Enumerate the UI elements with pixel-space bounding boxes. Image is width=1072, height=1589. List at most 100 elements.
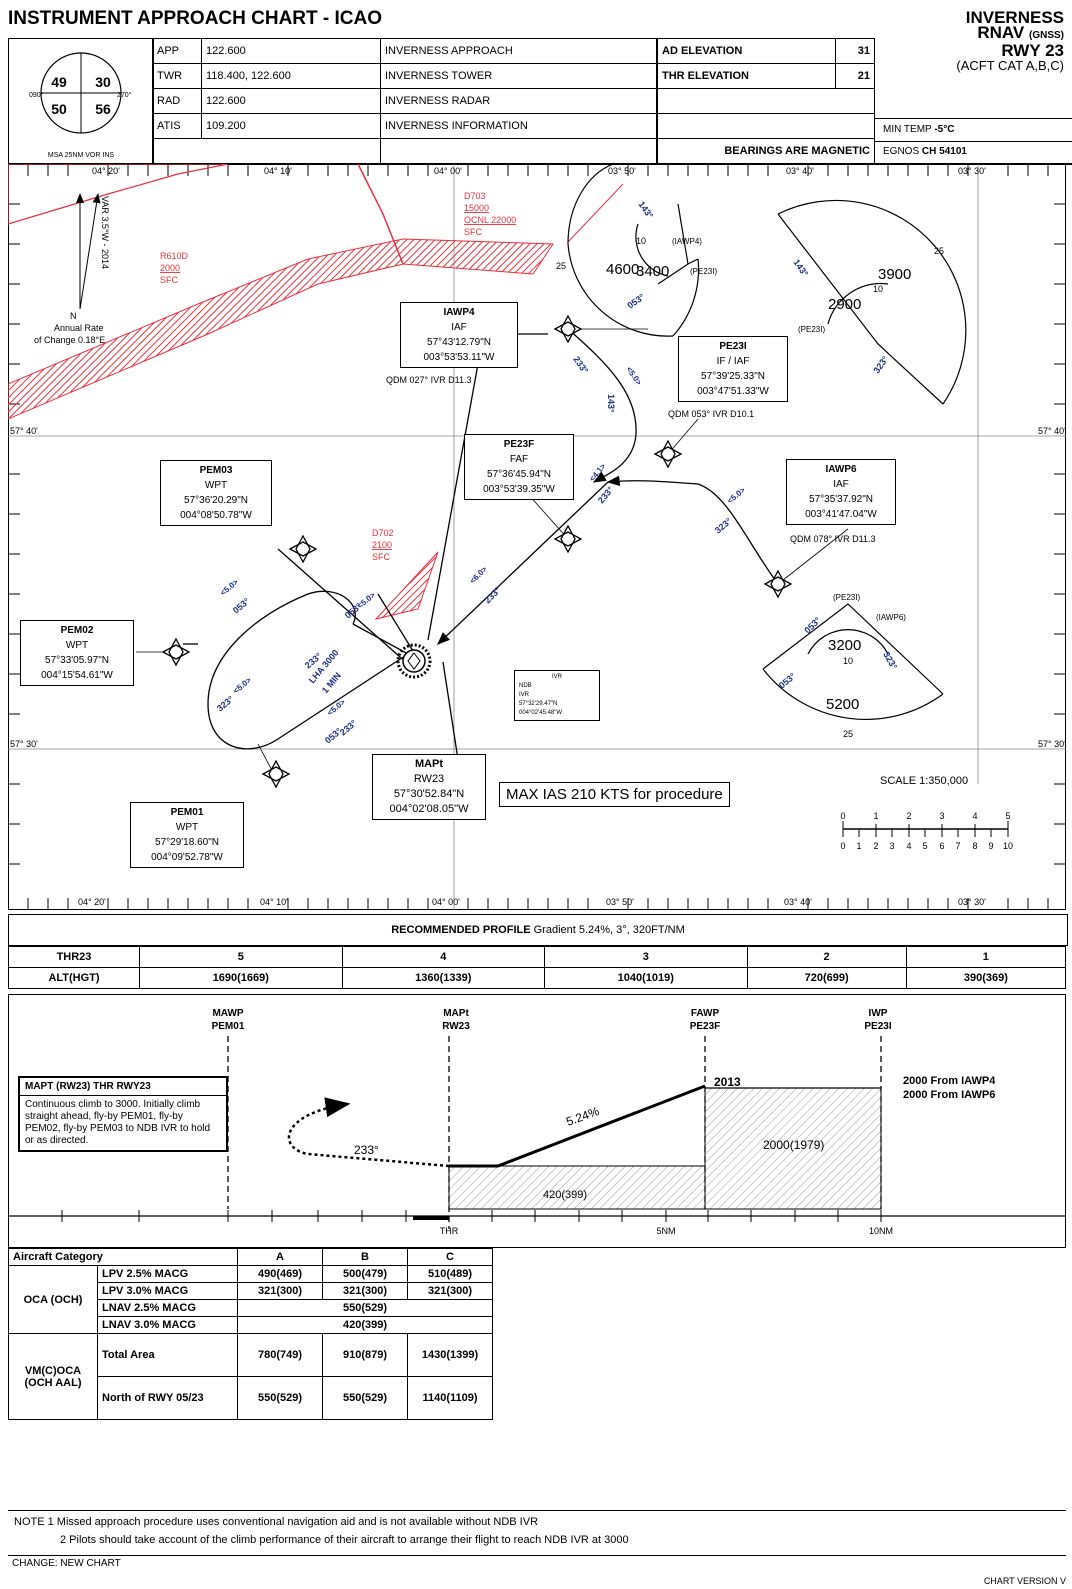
lon-label-bottom: 04° 00' bbox=[432, 897, 460, 907]
missed-approach-box: MAPT (RW23) THR RWY23 Continuous climb t… bbox=[18, 1076, 228, 1152]
minima-value: 1140(1109) bbox=[407, 1376, 493, 1420]
profile-distance: 5 bbox=[139, 946, 343, 968]
d702-label: D702 bbox=[372, 528, 394, 538]
minima-head: Aircraft Category bbox=[8, 1248, 238, 1266]
profile-fix-id: PEM01 bbox=[212, 1021, 245, 1032]
profile-oca-area bbox=[448, 1165, 706, 1210]
minima-value: 500(479) bbox=[322, 1265, 408, 1283]
minima-head-cat: C bbox=[407, 1248, 493, 1266]
msa-sector-se: 56 bbox=[95, 101, 111, 117]
d702-upper: 2100 bbox=[372, 540, 392, 550]
scale-km-tick: 7 bbox=[955, 841, 960, 851]
minima-value: 321(300) bbox=[407, 1282, 493, 1300]
minima-value: 550(529) bbox=[322, 1376, 408, 1420]
msa-box: 49 30 50 56 090° 270° MSA 25NM VOR INS bbox=[8, 38, 154, 164]
waypoint-role: IF / IAF bbox=[716, 356, 750, 367]
course-label: 323° bbox=[713, 516, 734, 536]
waypoint-lat: 57°36'20.29"N bbox=[184, 495, 248, 506]
waypoint-role: WPT bbox=[65, 640, 89, 651]
thr-elevation-value: 21 bbox=[834, 63, 876, 89]
comms-svc: RAD bbox=[152, 88, 202, 114]
ndb-ident: IVR bbox=[551, 674, 562, 680]
ndb-lat: 57°32'29.47"N bbox=[519, 701, 558, 707]
waypoint-qdm-iawp4: QDM 027° IVR D11.3 bbox=[386, 375, 472, 385]
ndb-lon: 004°02'45.48"W bbox=[519, 710, 563, 716]
minima-value: 420(399) bbox=[237, 1316, 493, 1334]
runway-label: RWY 23 bbox=[1001, 41, 1064, 60]
oca-label: OCA (OCH) bbox=[8, 1265, 98, 1334]
profile-altitude: 1360(1339) bbox=[341, 967, 545, 989]
annual-rate-label: Annual Rate bbox=[54, 323, 104, 333]
comms-name: INVERNESS TOWER bbox=[380, 63, 657, 89]
scale-bar: SCALE 1:350,000 0 1 2 3 4 5 0 1 2 3 4 5 … bbox=[840, 775, 1013, 851]
scale-km-tick: 1 bbox=[856, 841, 861, 851]
minima-value: 510(489) bbox=[407, 1265, 493, 1283]
minima-row-label: North of RWY 05/23 bbox=[97, 1376, 238, 1420]
max-ias-box: MAX IAS 210 KTS for procedure bbox=[499, 782, 730, 807]
waypoints bbox=[161, 314, 793, 789]
initial-from-iawp6: 2000 From IAWP6 bbox=[903, 1089, 995, 1101]
minima-table: Aircraft Category A B C OCA (OCH) LPV 2.… bbox=[8, 1248, 493, 1420]
waypoint-role: FAF bbox=[509, 454, 529, 465]
ndb-ivr-icon bbox=[396, 643, 432, 679]
taa-ne-inner-alt: 3400 bbox=[636, 263, 669, 280]
waypoint-lon: 003°53'53.11"W bbox=[423, 352, 495, 363]
chart-identifier: INVERNESS RNAV (GNSS) RWY 23 (ACFT CAT A… bbox=[956, 9, 1064, 73]
taa-ne-radius-inner: 10 bbox=[636, 236, 646, 246]
note-2: 2 Pilots should take account of the clim… bbox=[60, 1534, 629, 1546]
distance-label: <5.0> bbox=[326, 697, 348, 717]
min-temp-box: MIN TEMP -5°C bbox=[875, 118, 1072, 142]
lon-label-bottom: 03° 50' bbox=[606, 897, 634, 907]
distance-label: <6.0> bbox=[468, 564, 489, 585]
msa-sector-nw: 49 bbox=[51, 74, 67, 90]
msa-diagram: 49 30 50 56 090° 270° MSA 25NM VOR INS bbox=[29, 52, 132, 159]
descent-gradient-label: 5.24% bbox=[564, 1104, 601, 1129]
waypoint-box-pem03: PEM03 WPT 57°36'20.29"N 004°08'50.78"W bbox=[160, 460, 272, 526]
course-label: 323° bbox=[881, 650, 899, 671]
profile-distance: 2 bbox=[746, 946, 907, 968]
profile-axis-thr: THR bbox=[440, 1226, 459, 1236]
missed-approach-text: Continuous climb to 3000. Initially clim… bbox=[25, 1099, 211, 1146]
annual-rate-value: of Change 0.18°E bbox=[34, 335, 105, 345]
minima-value: 550(529) bbox=[237, 1299, 493, 1317]
profile-fix-id: PE23I bbox=[864, 1021, 891, 1032]
scale-km-tick: 0 bbox=[840, 841, 845, 851]
lat-label: 57° 40' bbox=[1038, 426, 1066, 436]
aircraft-category: (ACFT CAT A,B,C) bbox=[956, 58, 1064, 73]
waypoint-lon: 004°09'52.78"W bbox=[151, 852, 223, 863]
waypoint-box-pem01: PEM01 WPT 57°29'18.60"N 004°09'52.78"W bbox=[130, 802, 244, 868]
d703-label: D703 bbox=[464, 191, 486, 201]
profile-axis-5nm: 5NM bbox=[656, 1226, 675, 1236]
course-label: 143° bbox=[606, 394, 616, 413]
profile-distance: 4 bbox=[341, 946, 545, 968]
thr-elevation-label: THR ELEVATION bbox=[657, 63, 836, 89]
scale-nm-tick: 5 bbox=[1005, 811, 1010, 821]
missed-approach-path bbox=[287, 1097, 450, 1168]
scale-nm-tick: 0 bbox=[840, 811, 845, 821]
lon-label-top: 03° 50' bbox=[608, 166, 636, 176]
profile-distance: 3 bbox=[544, 946, 748, 968]
waypoint-lon: 003°47'51.33"W bbox=[697, 386, 769, 397]
waypoint-box-iawp4: IAWP4 IAF 57°43'12.79"N 003°53'53.11"W bbox=[400, 302, 518, 368]
lon-label-top: 04° 20' bbox=[92, 166, 120, 176]
minima-row-label: LNAV 2.5% MACG bbox=[97, 1299, 238, 1317]
north-label: N bbox=[70, 311, 77, 321]
descent-path bbox=[449, 1084, 706, 1168]
min-temp-label: MIN TEMP bbox=[883, 124, 932, 135]
north-arrow: VAR 3.5°W - 2014 N Annual Rate of Change… bbox=[34, 193, 110, 345]
profile-altitude: 390(369) bbox=[905, 967, 1067, 989]
comms-freq: 122.600 bbox=[201, 88, 381, 114]
r610d-upper: 2000 bbox=[160, 263, 180, 273]
lat-label: 57° 40' bbox=[10, 426, 38, 436]
flyby-waypoint-iawp4-icon bbox=[553, 314, 583, 344]
faf-altitude-label: 2013 bbox=[714, 1075, 741, 1089]
taa-se-fix: (PE23I) bbox=[833, 593, 860, 602]
lon-label-bottom: 04° 10' bbox=[260, 897, 288, 907]
profile-table: THR23 5 4 3 2 1 ALT(HGT) 1690(1669) 1360… bbox=[8, 946, 1067, 989]
flyby-waypoint-pem03-icon bbox=[288, 534, 318, 564]
taa-se-outer-alt: 5200 bbox=[826, 696, 859, 713]
lon-label-top: 03° 30' bbox=[958, 166, 986, 176]
course-label: 233° bbox=[482, 585, 503, 606]
profile-head: THR23 bbox=[8, 946, 140, 968]
ndb-type: NDB bbox=[519, 683, 532, 689]
